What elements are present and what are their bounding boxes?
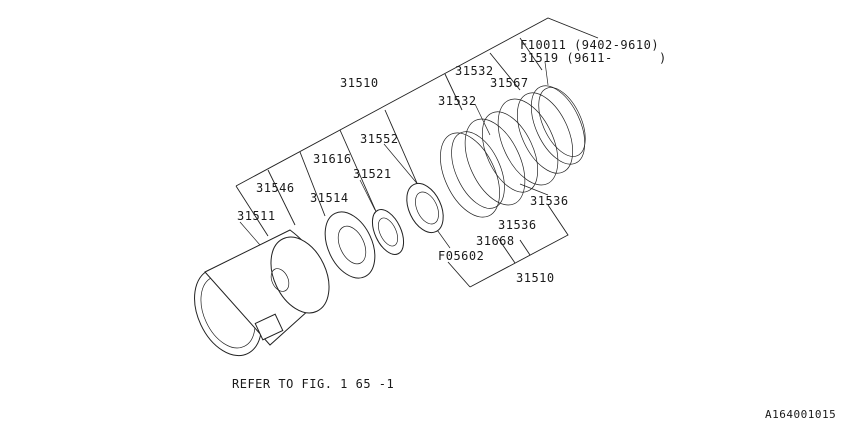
part-label-31552[interactable]: 31552 bbox=[360, 132, 399, 146]
part-label-31546[interactable]: 31546 bbox=[256, 181, 295, 195]
part-label-31510-top[interactable]: 31510 bbox=[340, 76, 379, 90]
part-label-31668[interactable]: 31668 bbox=[476, 234, 515, 248]
part-label-31511[interactable]: 31511 bbox=[237, 209, 276, 223]
part-note-f10011[interactable]: F10011 (9402-9610) bbox=[520, 38, 660, 52]
part-label-31536-b[interactable]: 31536 bbox=[498, 218, 537, 232]
part-label-31532-b[interactable]: 31532 bbox=[438, 94, 477, 108]
figure-code: A164001015 bbox=[765, 408, 837, 421]
part-label-31616[interactable]: 31616 bbox=[313, 152, 352, 166]
part-label-F05602[interactable]: F05602 bbox=[438, 249, 485, 263]
part-note-31519[interactable]: 31519 (9611- ) bbox=[520, 51, 667, 65]
reference-note[interactable]: REFER TO FIG. 1 65 -1 bbox=[232, 377, 395, 391]
part-label-31521[interactable]: 31521 bbox=[353, 167, 392, 181]
part-label-31536-a[interactable]: 31536 bbox=[530, 194, 569, 208]
part-label-31567[interactable]: 31567 bbox=[490, 76, 529, 90]
part-label-31532-a[interactable]: 31532 bbox=[455, 64, 494, 78]
part-label-31514[interactable]: 31514 bbox=[310, 191, 349, 205]
part-label-31510-bottom[interactable]: 31510 bbox=[516, 271, 555, 285]
